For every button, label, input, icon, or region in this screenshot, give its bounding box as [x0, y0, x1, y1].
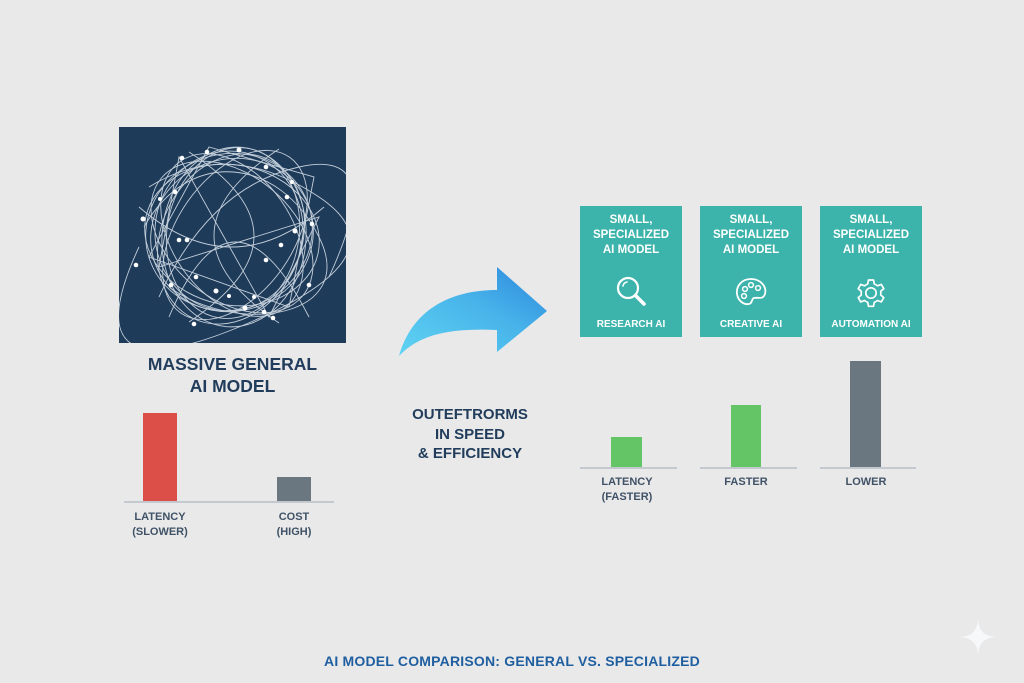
palette-icon — [736, 278, 767, 306]
label-line: FASTER — [724, 476, 768, 488]
bar-label-latency-faster: LATENCY (FASTER) — [587, 475, 667, 505]
label-line: (SLOWER) — [132, 525, 188, 538]
card-label: AUTOMATION AI — [831, 319, 911, 330]
neural-network-panel — [119, 127, 346, 343]
bar-lower — [850, 361, 881, 468]
card-research-ai: SMALL, SPECIALIZED AI MODEL RESEARCH AI — [580, 206, 682, 337]
chart-baseline — [820, 467, 916, 469]
card-label: CREATIVE AI — [719, 319, 783, 330]
caption-line3: & EFFICIENCY — [417, 445, 523, 462]
general-model-title-line1: MASSIVE GENERAL — [147, 354, 318, 374]
card-title-line: AI MODEL — [722, 244, 780, 257]
curved-arrow-right-icon — [399, 267, 547, 356]
label-line: LOWER — [845, 476, 887, 488]
card-title: SMALL, SPECIALIZED AI MODEL — [580, 213, 682, 259]
bar-label-lower: LOWER — [826, 475, 906, 490]
gear-icon — [857, 279, 885, 308]
label-line: LATENCY — [601, 476, 653, 488]
card-title-line: SMALL, — [609, 214, 653, 226]
card-title: SMALL, SPECIALIZED AI MODEL — [820, 213, 922, 259]
chart-baseline — [580, 467, 677, 469]
caption-line2: IN SPEED — [434, 425, 506, 443]
card-label: RESEARCH AI — [596, 319, 666, 330]
bar-latency-faster — [611, 437, 642, 468]
card-title-line: SPECIALIZED — [832, 229, 910, 242]
magnifier-icon — [616, 276, 646, 306]
sparkle-icon — [960, 619, 996, 655]
chart-baseline — [700, 467, 797, 469]
card-title-line: SPECIALIZED — [592, 229, 670, 242]
bar-cost-high — [277, 477, 311, 502]
card-creative-ai: SMALL, SPECIALIZED AI MODEL CREATIVE AI — [700, 206, 802, 337]
general-model-title-line2: AI MODEL — [189, 375, 276, 396]
card-title: SMALL, SPECIALIZED AI MODEL — [700, 213, 802, 259]
bar-latency-slower — [143, 413, 177, 502]
bar-faster — [731, 405, 761, 468]
label-line: (FASTER) — [601, 490, 653, 503]
caption-line1: OUTEFTRORMS — [412, 406, 528, 423]
bar-label-latency-slower: LATENCY (SLOWER) — [120, 510, 200, 540]
label-line: LATENCY — [134, 511, 186, 523]
card-automation-ai: SMALL, SPECIALIZED AI MODEL AUTOMATION A… — [820, 206, 922, 337]
neural-network-tangle-icon — [119, 146, 346, 343]
bar-label-faster: FASTER — [706, 475, 786, 490]
card-title-line: AI MODEL — [602, 244, 660, 257]
general-model-title: MASSIVE GENERAL AI MODEL — [119, 354, 346, 398]
card-title-line: SPECIALIZED — [712, 229, 790, 242]
card-title-line: SMALL, — [849, 214, 893, 226]
card-title-line: SMALL, — [729, 214, 773, 226]
outperforms-caption: OUTEFTRORMS IN SPEED & EFFICIENCY — [390, 405, 550, 464]
footer-title: AI MODEL COMPARISON: GENERAL VS. SPECIAL… — [324, 653, 700, 669]
bar-label-cost-high: COST (HIGH) — [254, 510, 334, 540]
label-line: (HIGH) — [276, 525, 312, 538]
chart-baseline — [124, 501, 334, 503]
label-line: COST — [278, 511, 310, 523]
card-title-line: AI MODEL — [842, 244, 900, 257]
